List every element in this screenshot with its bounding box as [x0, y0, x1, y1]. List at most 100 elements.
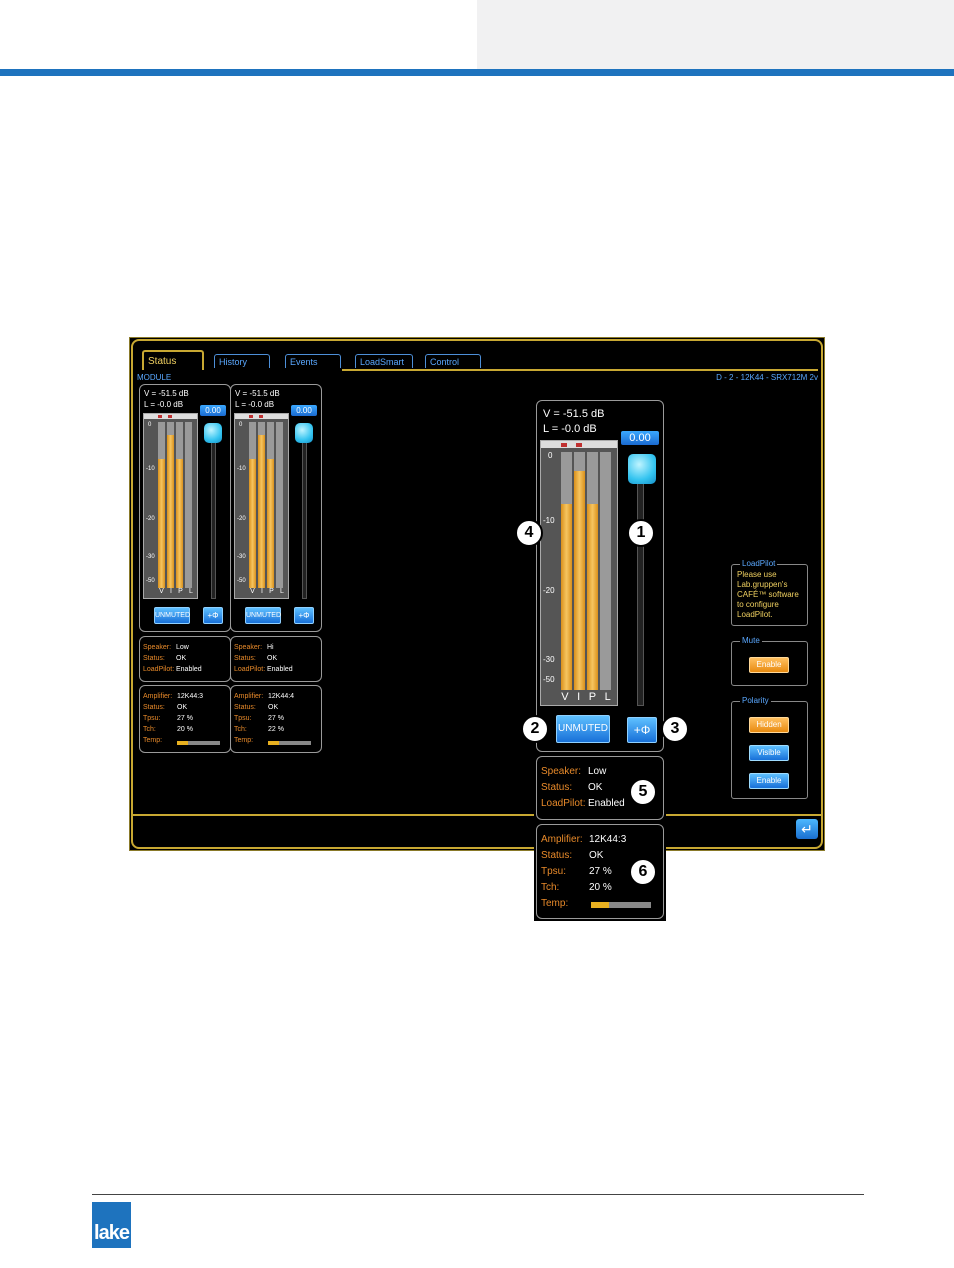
tpsu-value: 27 % [177, 715, 193, 722]
meter-letter: L [188, 588, 193, 595]
loadpilot-title: LoadPilot [740, 559, 778, 568]
scale-label: -50 [146, 578, 155, 584]
gain-value[interactable]: 0.00 [291, 405, 317, 416]
clip-indicator [576, 443, 582, 447]
zoomed-channel-strip: V = -51.5 dB L = -0.0 dB 0.00 0 -10 -20 … [536, 400, 664, 752]
info-key: LoadPilot: [541, 798, 586, 809]
callout-4: 4 [515, 519, 543, 547]
loadpilot-panel: LoadPilot Please use Lab.gruppen's CAFÉ™… [731, 559, 808, 626]
meter-bar-l [185, 422, 192, 588]
mute-enable-button[interactable]: Enable [749, 657, 789, 673]
mute-title: Mute [740, 636, 762, 645]
gain-fader-track[interactable] [302, 425, 307, 599]
meter-letter: L [279, 588, 284, 595]
info-key: Temp: [541, 898, 569, 909]
amplifier-info-1: Amplifier:12K44:3 Status:OK Tpsu:27 % Tc… [139, 685, 231, 753]
meter-bar-v [249, 422, 256, 588]
meter-letter: I [169, 588, 172, 595]
tch-value: 20 % [589, 882, 612, 893]
polarity-button[interactable]: +Φ [627, 717, 657, 743]
gain-value[interactable]: 0.00 [621, 431, 659, 445]
tab-history[interactable]: History [214, 354, 270, 368]
gain-fader-track[interactable] [211, 425, 216, 599]
gain-value[interactable]: 0.00 [200, 405, 226, 416]
scale-label: 0 [148, 422, 152, 428]
callout-1: 1 [627, 519, 655, 547]
scale-label: -30 [543, 655, 555, 664]
info-key: Status: [541, 850, 573, 861]
clip-indicator [158, 415, 162, 418]
gain-fader-knob[interactable] [295, 423, 313, 443]
enter-icon[interactable]: ↵ [796, 819, 818, 839]
polarity-panel: Polarity Hidden Visible Enable [731, 696, 808, 799]
polarity-enable-button[interactable]: Enable [749, 773, 789, 789]
temp-bar [268, 741, 311, 745]
scale-label: -10 [543, 516, 555, 525]
mute-panel: Mute Enable [731, 636, 808, 686]
meter-bar-v [561, 452, 572, 690]
callout-2: 2 [521, 715, 549, 743]
polarity-hidden-button[interactable]: Hidden [749, 717, 789, 733]
status-value: OK [267, 655, 278, 662]
loadpilot-message: Please use Lab.gruppen's CAFÉ™ software … [737, 570, 799, 619]
scale-label: -30 [237, 554, 246, 560]
amp-status-value: OK [177, 704, 188, 711]
zoomed-channel-panel: V = -51.5 dB L = -0.0 dB 0.00 0 -10 -20 … [534, 398, 666, 921]
polarity-button[interactable]: +Φ [203, 607, 223, 624]
temp-bar [177, 741, 220, 745]
gain-fader-track[interactable] [637, 473, 644, 706]
loadpilot-value: Enabled [176, 666, 202, 673]
meter-bar-p [267, 422, 274, 588]
meter-bar-p [176, 422, 183, 588]
mute-button[interactable]: UNMUTED [556, 715, 610, 743]
speaker-info-1: Speaker:Low Status:OK LoadPilot:Enabled [139, 636, 231, 682]
info-key: Amplifier: [234, 693, 264, 700]
tab-control[interactable]: Control [425, 354, 481, 368]
voltage-readout: V = -51.5 dB [543, 408, 605, 420]
gain-fader-knob[interactable] [628, 454, 656, 484]
gain-fader-knob[interactable] [204, 423, 222, 443]
info-key: Amplifier: [541, 834, 583, 845]
mute-button[interactable]: UNMUTED [245, 607, 281, 624]
callout-3: 3 [661, 715, 689, 743]
tab-status[interactable]: Status [142, 350, 204, 370]
meter-letter: V [561, 691, 569, 703]
level-readout: L = -0.0 dB [235, 400, 275, 409]
mute-button[interactable]: UNMUTED [154, 607, 190, 624]
info-key: Tch: [541, 882, 560, 893]
tch-value: 22 % [268, 726, 284, 733]
tch-value: 20 % [177, 726, 193, 733]
speaker-info-2: Speaker:Hi Status:OK LoadPilot:Enabled [230, 636, 322, 682]
polarity-visible-button[interactable]: Visible [749, 745, 789, 761]
channel-strip-1: V = -51.5 dB L = -0.0 dB 0.00 0 -10 -20 … [139, 384, 231, 632]
callout-6: 6 [629, 858, 657, 886]
meter-letter: L [604, 691, 611, 703]
info-key: LoadPilot: [143, 666, 175, 673]
info-key: Speaker: [143, 644, 172, 651]
clip-indicator [249, 415, 253, 418]
meter-bar-v [158, 422, 165, 588]
callout-5: 5 [629, 778, 657, 806]
level-readout: L = -0.0 dB [144, 400, 184, 409]
info-key: Status: [541, 782, 573, 793]
tab-loadsmart[interactable]: LoadSmart [355, 354, 413, 368]
scale-label: -50 [237, 578, 246, 584]
amp-status-value: OK [268, 704, 279, 711]
meter-bar-i [574, 452, 585, 690]
tab-events[interactable]: Events [285, 354, 341, 368]
meter-letter: V [250, 588, 255, 595]
loadpilot-value: Enabled [588, 798, 625, 809]
info-key: Status: [234, 704, 256, 711]
scale-label: -20 [543, 586, 555, 595]
info-key: Status: [143, 704, 165, 711]
clip-indicator [561, 443, 567, 447]
scale-label: -10 [146, 466, 155, 472]
device-label: D - 2 - 12K44 - SRX712M 2v [716, 373, 818, 382]
polarity-button[interactable]: +Φ [294, 607, 314, 624]
scale-label: -30 [146, 554, 155, 560]
info-key: LoadPilot: [234, 666, 266, 673]
amplifier-value: 12K44:3 [589, 834, 627, 845]
status-value: OK [588, 782, 603, 793]
